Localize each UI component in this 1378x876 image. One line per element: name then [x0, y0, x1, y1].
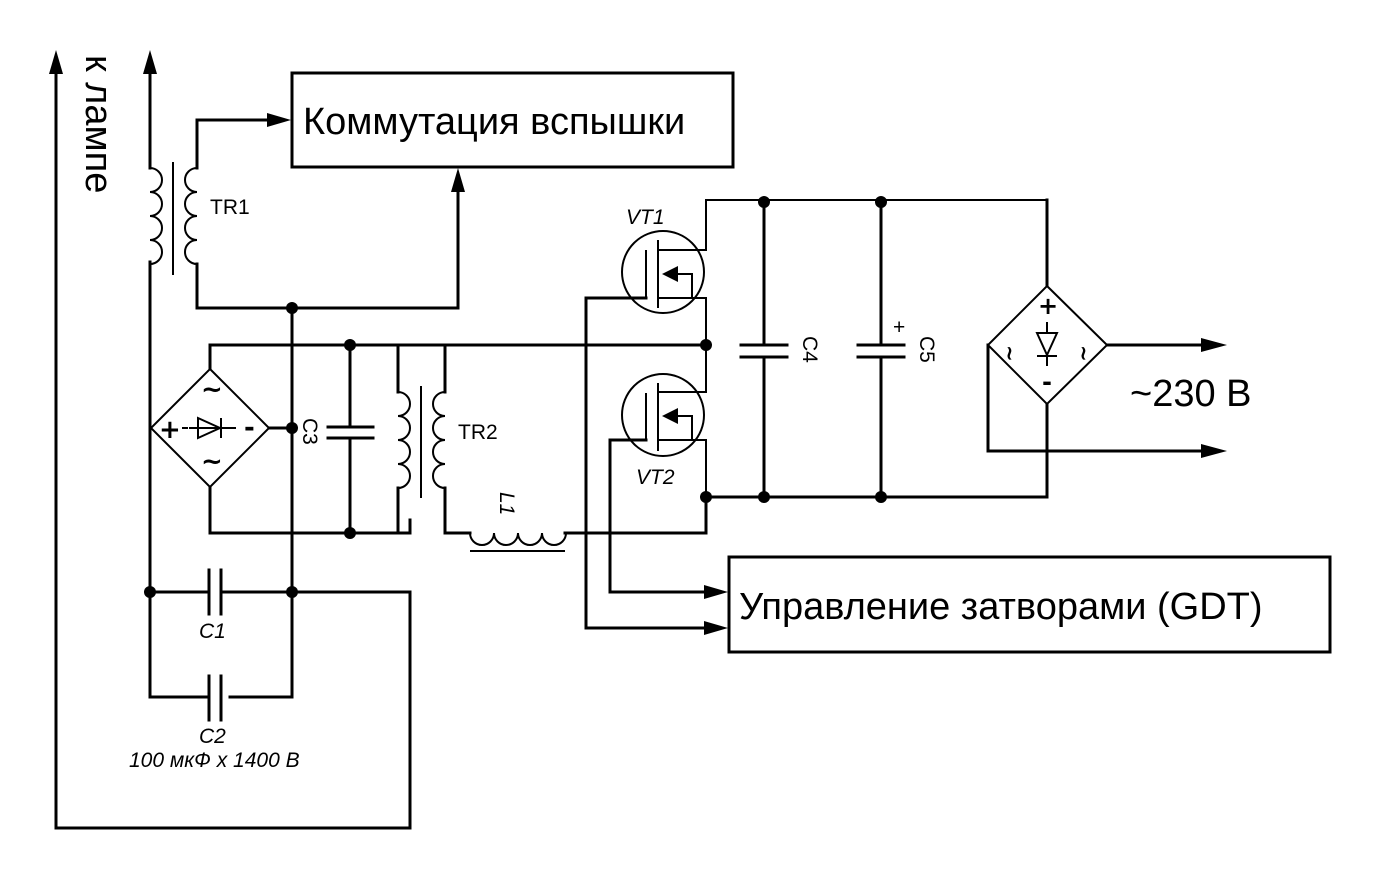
tr2-secondary-coil: [432, 391, 446, 489]
inductor-l1: L1: [469, 492, 708, 552]
junction-dot: [286, 422, 298, 434]
arrow-right-icon: [1201, 338, 1227, 352]
tr2-primary-coil: [397, 391, 411, 489]
junction-dot: [286, 302, 298, 314]
mosfet-vt1: VT1: [584, 199, 1047, 630]
mains-voltage-label: ~230 В: [1130, 373, 1252, 415]
c2-label: C2: [199, 725, 226, 748]
ac-sign: ~: [998, 345, 1022, 362]
capacitor-c4: C4: [739, 196, 821, 503]
ac-sign: ~: [201, 447, 223, 477]
minus-sign: -: [244, 413, 255, 443]
capacitor-c1: C1: [144, 568, 298, 643]
diode-bridge-hv: + - ~ ~: [149, 343, 447, 535]
flash-switching-block[interactable]: Коммутация вспышки: [290, 71, 735, 169]
ac-sign: ~: [1072, 345, 1096, 362]
arrow-right-icon: [1201, 444, 1227, 458]
plus-sign: +: [159, 415, 181, 445]
plus-sign: +: [1038, 292, 1058, 320]
capacitor-c5: + C5: [856, 196, 938, 503]
capacitor-c3: C3: [298, 339, 375, 539]
tr1-secondary-coil: [184, 167, 198, 265]
gate-drive-block[interactable]: Управление затворами (GDT): [727, 555, 1332, 654]
l1-coil: [469, 532, 567, 546]
to-lamp-label: к лампе: [77, 55, 119, 193]
vt2-label: VT2: [636, 466, 675, 489]
capacitor-c2: C2 100 мкФ х 1400 В: [129, 674, 300, 772]
tr1-label: TR1: [210, 196, 250, 219]
c3-label: C3: [298, 418, 321, 445]
tr2-label: TR2: [458, 421, 498, 444]
arrow-up-icon: [143, 50, 157, 74]
arrow-up-icon: [451, 168, 465, 192]
l1-label: L1: [495, 492, 518, 515]
arrow-right-icon: [267, 113, 291, 127]
vt1-label: VT1: [626, 206, 665, 229]
arrow-right-icon: [704, 585, 728, 599]
tr1-primary-coil: [149, 167, 163, 265]
c4-label: C4: [798, 336, 821, 363]
c5-polarity: +: [893, 316, 905, 339]
minus-sign: -: [1042, 368, 1052, 396]
transformer-tr1: TR1: [149, 113, 465, 310]
c2-rating-label: 100 мкФ х 1400 В: [129, 749, 300, 772]
diode-bridge-mains: + - ~ ~: [986, 198, 1227, 499]
gate-drive-label: Управление затворами (GDT): [739, 586, 1263, 628]
arrow-up-icon: [49, 50, 63, 74]
lamp-lead-left: [49, 50, 412, 830]
transformer-tr2: TR2: [348, 343, 708, 535]
c5-label: C5: [915, 336, 938, 363]
c1-label: C1: [199, 620, 226, 643]
arrow-right-icon: [704, 621, 728, 635]
mosfet-vt2: VT2: [608, 345, 708, 594]
lamp-lead-right: [143, 50, 210, 699]
ac-sign: ~: [201, 375, 223, 405]
flash-switching-label: Коммутация вспышки: [303, 101, 685, 143]
